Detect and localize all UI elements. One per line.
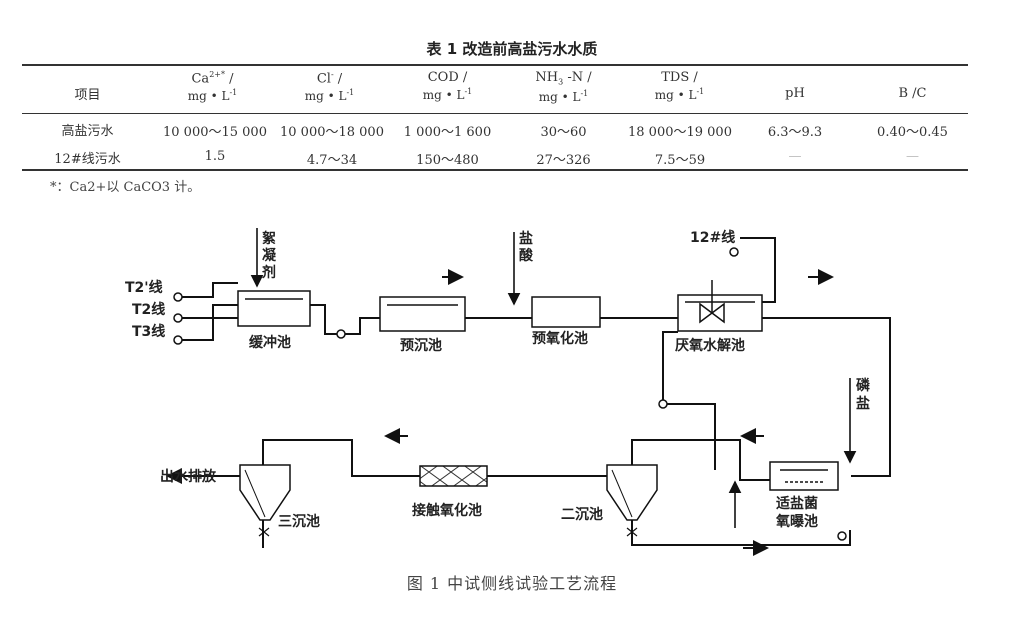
table-cell: 1.5 (204, 149, 226, 164)
table-cell: 10 000～18 000 (280, 125, 384, 140)
buffer-tank (237, 290, 311, 327)
pipe-sludge (631, 520, 735, 546)
table-cell: 10 000～15 000 (163, 125, 267, 140)
pump-icon (837, 531, 847, 541)
table-cell: 150～480 (416, 153, 479, 168)
pump-icon (336, 329, 346, 339)
table-bottom-rule (22, 169, 968, 171)
table-top-rule (22, 64, 968, 66)
table-cell: 18 000～19 000 (628, 125, 732, 140)
pump-icon (173, 335, 183, 345)
pump-icon (658, 399, 668, 409)
col-header-tds: TDS / mg • L-1 (654, 70, 705, 102)
table-cell: 1 000～1 600 (403, 125, 492, 140)
line12-label: 12#线 (690, 229, 735, 246)
figure-caption: 图 1 中试侧线试验工艺流程 (406, 574, 618, 593)
halophilic-label: 适盐菌氧曝池 (775, 495, 818, 530)
col-header-ph: pH (785, 86, 805, 101)
pump-icon (173, 313, 183, 323)
pipe-sludge-return (720, 530, 851, 546)
acid-label: 盐酸 (519, 230, 534, 264)
table-footnote: *：Ca2+以 CaCO3 计。 (50, 180, 201, 195)
preoxidation-label: 预氧化池 (532, 330, 588, 347)
inlet-t2prime-line (180, 282, 238, 298)
tertiary-clarifier (239, 464, 291, 537)
inlet-label: T2'线 (125, 279, 163, 296)
table-cell: 12#线污水 (54, 152, 121, 167)
table-header-rule (22, 113, 968, 114)
pipe-buffer-presettle (310, 304, 380, 335)
halophilic-tank (769, 461, 839, 491)
contact-oxidation-tank (419, 465, 488, 487)
inlet-label: T2线 (132, 301, 165, 318)
secondary-clarifier (606, 464, 658, 537)
secondary-label: 二沉池 (561, 506, 603, 523)
table-cell: 6.3～9.3 (767, 125, 823, 140)
col-header-item: 项目 (74, 88, 101, 103)
table-cell: 27～326 (536, 153, 591, 168)
pipe-anaerobic-halophilic (762, 317, 891, 477)
phosphate-label: 磷盐 (856, 377, 871, 412)
table-cell: — (906, 149, 919, 164)
anaerobic-tank (677, 280, 763, 332)
col-header-bc: B /C (898, 86, 927, 101)
tertiary-label: 三沉池 (278, 513, 320, 530)
col-header-cl: Cl- / mg • L-1 (304, 70, 355, 104)
pump-icon (173, 292, 183, 302)
presettle-tank (379, 296, 466, 332)
presettle-label: 预沉池 (400, 337, 442, 354)
flocculant-label: 絮凝剂 (262, 230, 277, 281)
col-header-nh3n: NH3 -N / mg • L-1 (535, 70, 592, 104)
table-cell: 0.40～0.45 (877, 125, 948, 140)
inlet-t3-line (180, 304, 238, 341)
contact-label: 接触氧化池 (412, 502, 482, 519)
pump-icon (729, 247, 739, 257)
discharge-label: 出水排放 (160, 468, 217, 485)
table-cell: — (788, 149, 802, 164)
col-header-cod: COD / mg • L-1 (422, 70, 473, 102)
col-header-ca: Ca2+* / mg • L-1 (187, 70, 238, 104)
anaerobic-label: 厌氧水解池 (675, 337, 745, 354)
inlet-label: T3线 (132, 323, 165, 340)
pipe-line12 (740, 237, 776, 303)
preoxidation-tank (531, 296, 601, 328)
table-title: 表 1 改造前高盐污水水质 (426, 40, 598, 58)
table-cell: 4.7～34 (306, 153, 358, 168)
pipe-contact-tertiary (262, 439, 420, 477)
buffer-label: 缓冲池 (249, 334, 291, 351)
table-cell: 30～60 (540, 125, 587, 140)
table-cell: 高盐污水 (61, 124, 114, 139)
table-cell: 7.5～59 (654, 153, 706, 168)
